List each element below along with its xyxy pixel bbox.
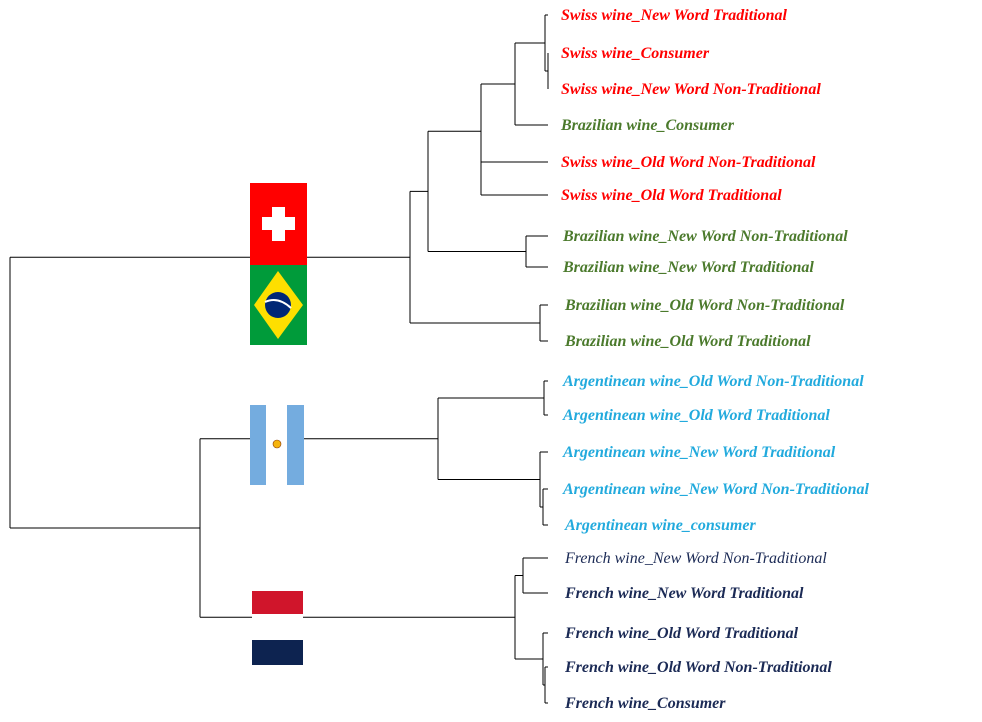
leaf-label: French wine_New Word Non-Traditional	[564, 550, 827, 567]
leaf-label: Argentinean wine_Old Word Traditional	[562, 407, 830, 424]
france-flag	[252, 591, 303, 665]
leaf-label: Swiss wine_New Word Traditional	[561, 7, 788, 24]
leaf-label: French wine_Consumer	[564, 695, 726, 712]
leaf-label: Brazilian wine_New Word Traditional	[562, 259, 814, 276]
sun-of-may-icon	[272, 439, 282, 449]
leaf-label: Brazilian wine_Old Word Non-Traditional	[564, 297, 845, 314]
leaf-label: French wine_Old Word Traditional	[564, 625, 799, 642]
leaf-label: Argentinean wine_New Word Traditional	[562, 444, 836, 461]
swiss-flag	[250, 183, 307, 265]
leaf-label: Brazilian wine_Old Word Traditional	[564, 333, 811, 350]
leaf-label: French wine_New Word Traditional	[564, 585, 804, 602]
leaf-label: Argentinean wine_consumer	[564, 517, 756, 534]
argentina-flag	[250, 405, 304, 485]
leaf-label: Argentinean wine_New Word Non-Traditiona…	[562, 481, 870, 498]
leaf-label: Argentinean wine_Old Word Non-Traditiona…	[562, 373, 864, 390]
dendrogram-branches	[9, 14, 549, 704]
leaf-label: Brazilian wine_New Word Non-Traditional	[562, 228, 848, 245]
leaf-label: Brazilian wine_Consumer	[560, 117, 735, 134]
leaf-label: Swiss wine_Old Word Non-Traditional	[561, 154, 816, 171]
leaf-label: French wine_Old Word Non-Traditional	[564, 659, 832, 676]
leaf-label: Swiss wine_New Word Non-Traditional	[561, 81, 821, 98]
leaf-label: Swiss wine_Old Word Traditional	[561, 187, 782, 204]
leaf-label: Swiss wine_Consumer	[561, 45, 710, 62]
brazil-flag	[250, 265, 307, 345]
